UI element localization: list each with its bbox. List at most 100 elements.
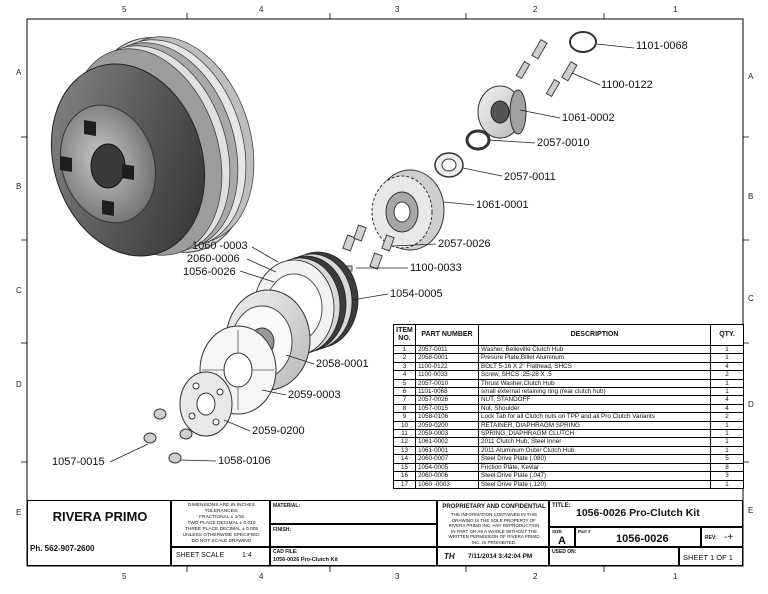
callout-1061-0002: 1061-0002 — [562, 112, 615, 124]
bom-qty: 4 — [710, 361, 744, 372]
bom-part: 1101-0068 — [415, 387, 479, 397]
bom-desc: BOLT 5-16 X 2" Flathead, SHCS — [478, 361, 711, 372]
callout-1061-0001: 1061-0001 — [476, 199, 529, 211]
cad-file-block: CAD FILE: 1056-0026 Pro-Clutch Kit — [270, 547, 437, 566]
cad-file-name: 1056-0026 Pro-Clutch Kit — [273, 557, 338, 563]
retaining-ring — [569, 31, 597, 53]
bom-qty: 1 — [710, 344, 744, 355]
dims-line: UNLESS OTHERWISE SPECIFIED: — [182, 533, 261, 538]
bom-part: 2059-0200 — [415, 420, 479, 431]
bom-part: 2060-0006 — [415, 471, 479, 481]
bom-part: 2060-0007 — [415, 454, 479, 464]
bom-part: 1057-0015 — [415, 403, 479, 414]
bom-desc: SPRING, DIAPHRAGM CLUTCH — [478, 429, 711, 439]
proprietary-line: DRAWING IS THE SOLE PROPERTY OF — [452, 517, 536, 523]
bom-qty: 5 — [710, 454, 744, 464]
bom-item: 17 — [393, 479, 416, 489]
dims-line: THREE PLACE DECIMAL ± 0.005 — [184, 527, 259, 532]
used-on-label: USED ON: — [552, 549, 577, 555]
sheet-scale-label: SHEET SCALE — [176, 552, 225, 559]
bom-item: 2 — [393, 353, 416, 363]
callout-2059-0003: 2059-0003 — [288, 389, 341, 401]
bom-item: 7 — [393, 395, 416, 405]
bom-part: 2057-0010 — [415, 378, 479, 389]
clutch-basket-assembly — [50, 36, 255, 257]
bom-qty: 2 — [710, 370, 744, 380]
dims-line: FRACTIONAL ± 1/16 — [199, 515, 244, 520]
company-name: RIVERA PRIMO — [52, 509, 148, 524]
bom-header-row: ITEM NO. PART NUMBER DESCRIPTION QTY. — [393, 324, 744, 346]
part-number-value: 1056-0026 — [616, 533, 669, 545]
bom-qty: 4 — [710, 395, 744, 405]
zone-top-5: 5 — [122, 5, 127, 14]
dims-line: TWO PLACE DECIMAL ± 0.010 — [187, 521, 256, 526]
zone-left-c: C — [16, 286, 22, 295]
inner-clutch-hub — [477, 85, 527, 139]
callout-1057-0015: 1057-0015 — [52, 456, 105, 468]
belleville-washer-hole — [441, 158, 457, 172]
bom-qty: 4 — [710, 403, 744, 414]
sheet-scale-value: 1:4 — [242, 552, 252, 559]
bom-qty: 3 — [710, 471, 744, 481]
zone-left-a: A — [16, 68, 22, 77]
bom-part: 2059-0003 — [415, 429, 479, 439]
bom-desc: Steel Drive Plate (.080) — [478, 454, 711, 464]
callout-2057-0026: 2057-0026 — [438, 238, 491, 250]
part-number-field: Part # 1056-0026 — [575, 527, 701, 547]
bom-desc: Washer, Belleville Clutch Hub — [478, 344, 711, 355]
zone-bottom-2: 2 — [533, 572, 538, 581]
bom-desc: Friction Plate, Kevlar — [478, 462, 711, 473]
company-block: RIVERA PRIMO Ph. 562-907-2600 — [27, 500, 171, 566]
callout-1100-0122: 1100-0122 — [601, 79, 653, 91]
bom-qty: 1 — [710, 429, 744, 439]
callout-2057-0011: 2057-0011 — [504, 171, 556, 183]
finish-label: FINISH: — [273, 527, 292, 533]
bom-qty: 2 — [710, 412, 744, 422]
title-field: TITLE: 1056-0026 Pro-Clutch Kit — [549, 500, 743, 527]
bom-desc: NUT, STANDOFF — [478, 395, 711, 405]
bom-part: 2057-0026 — [415, 395, 479, 405]
bom-item: 13 — [393, 445, 416, 456]
zone-top-1: 1 — [673, 5, 678, 14]
bom-part: 1100-0122 — [415, 361, 479, 372]
zone-left-e: E — [16, 508, 22, 517]
bom-qty: 1 — [710, 387, 744, 397]
callout-1058-0106: 1058-0106 — [218, 455, 271, 467]
bom-item: 5 — [393, 378, 416, 389]
bom-qty: 1 — [710, 353, 744, 363]
standoff-nuts — [342, 224, 395, 270]
rev-value: -+ — [724, 532, 734, 543]
drafter-block: TH 7/11/2014 3:42:04 PM — [437, 547, 549, 566]
bom-item: 15 — [393, 462, 416, 473]
zone-top-4: 4 — [259, 5, 264, 14]
proprietary-line: IN PART OR AS A WHOLE WITHOUT THE — [450, 528, 538, 534]
bom-qty: 1 — [710, 378, 744, 389]
callout-1054-0005: 1054-0005 — [390, 288, 443, 300]
bom-item: 8 — [393, 403, 416, 414]
bom-part: 1054-0005 — [415, 462, 479, 473]
bom-header-qty: QTY. — [710, 324, 744, 346]
callout-1100-0033: 1100-0033 — [410, 262, 462, 274]
company-phone: Ph. 562-907-2600 — [30, 544, 95, 553]
leader-lines — [109, 43, 635, 463]
bom-desc: 2011 Clutch Hub, Steel Inner — [478, 437, 711, 447]
bom-header-part: PART NUMBER — [415, 324, 479, 346]
callout-2058-0001: 2058-0001 — [316, 358, 369, 370]
zone-bottom-3: 3 — [395, 572, 400, 581]
bom-item: 14 — [393, 454, 416, 464]
finish-block: FINISH: — [270, 524, 437, 547]
spring-retainer — [179, 371, 233, 437]
